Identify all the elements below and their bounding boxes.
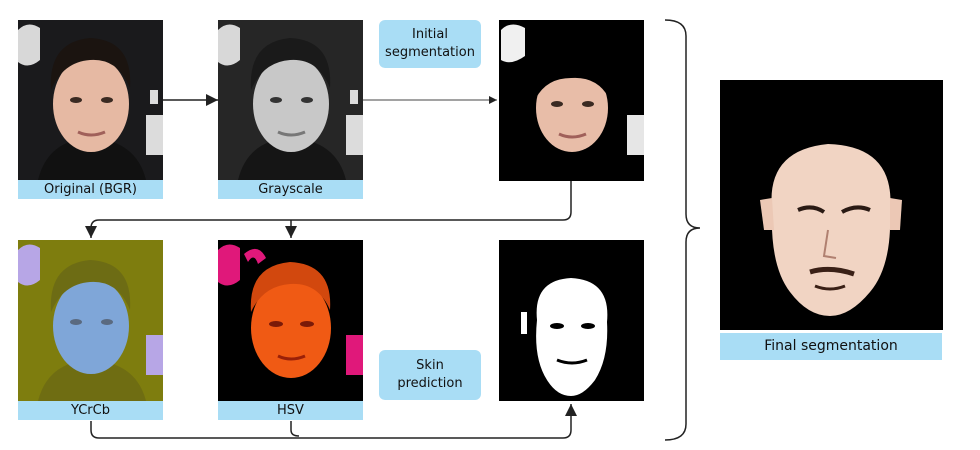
final-segmentation-image xyxy=(720,80,943,330)
initial-segmentation-label: Initial segmentation xyxy=(379,20,481,68)
caption-grayscale: Grayscale xyxy=(218,180,363,199)
caption-hsv: HSV xyxy=(218,401,363,420)
arrow-hsv-to-skin xyxy=(290,421,300,437)
hsv-image xyxy=(218,240,363,401)
initial-segmentation-image xyxy=(499,20,644,181)
caption-final: Final segmentation xyxy=(720,333,942,360)
grayscale-image xyxy=(218,20,363,180)
merge-bracket xyxy=(664,19,701,441)
skin-prediction-label: Skin prediction xyxy=(379,350,481,400)
original-image xyxy=(18,20,163,180)
ycrcb-image xyxy=(18,240,163,401)
skin-mask-image xyxy=(499,240,644,401)
arrow-initial-to-ycrcb xyxy=(85,181,572,238)
caption-ycrcb: YCrCb xyxy=(18,401,163,420)
caption-original: Original (BGR) xyxy=(18,180,163,199)
arrow-ycrcb-to-skin xyxy=(90,404,577,439)
